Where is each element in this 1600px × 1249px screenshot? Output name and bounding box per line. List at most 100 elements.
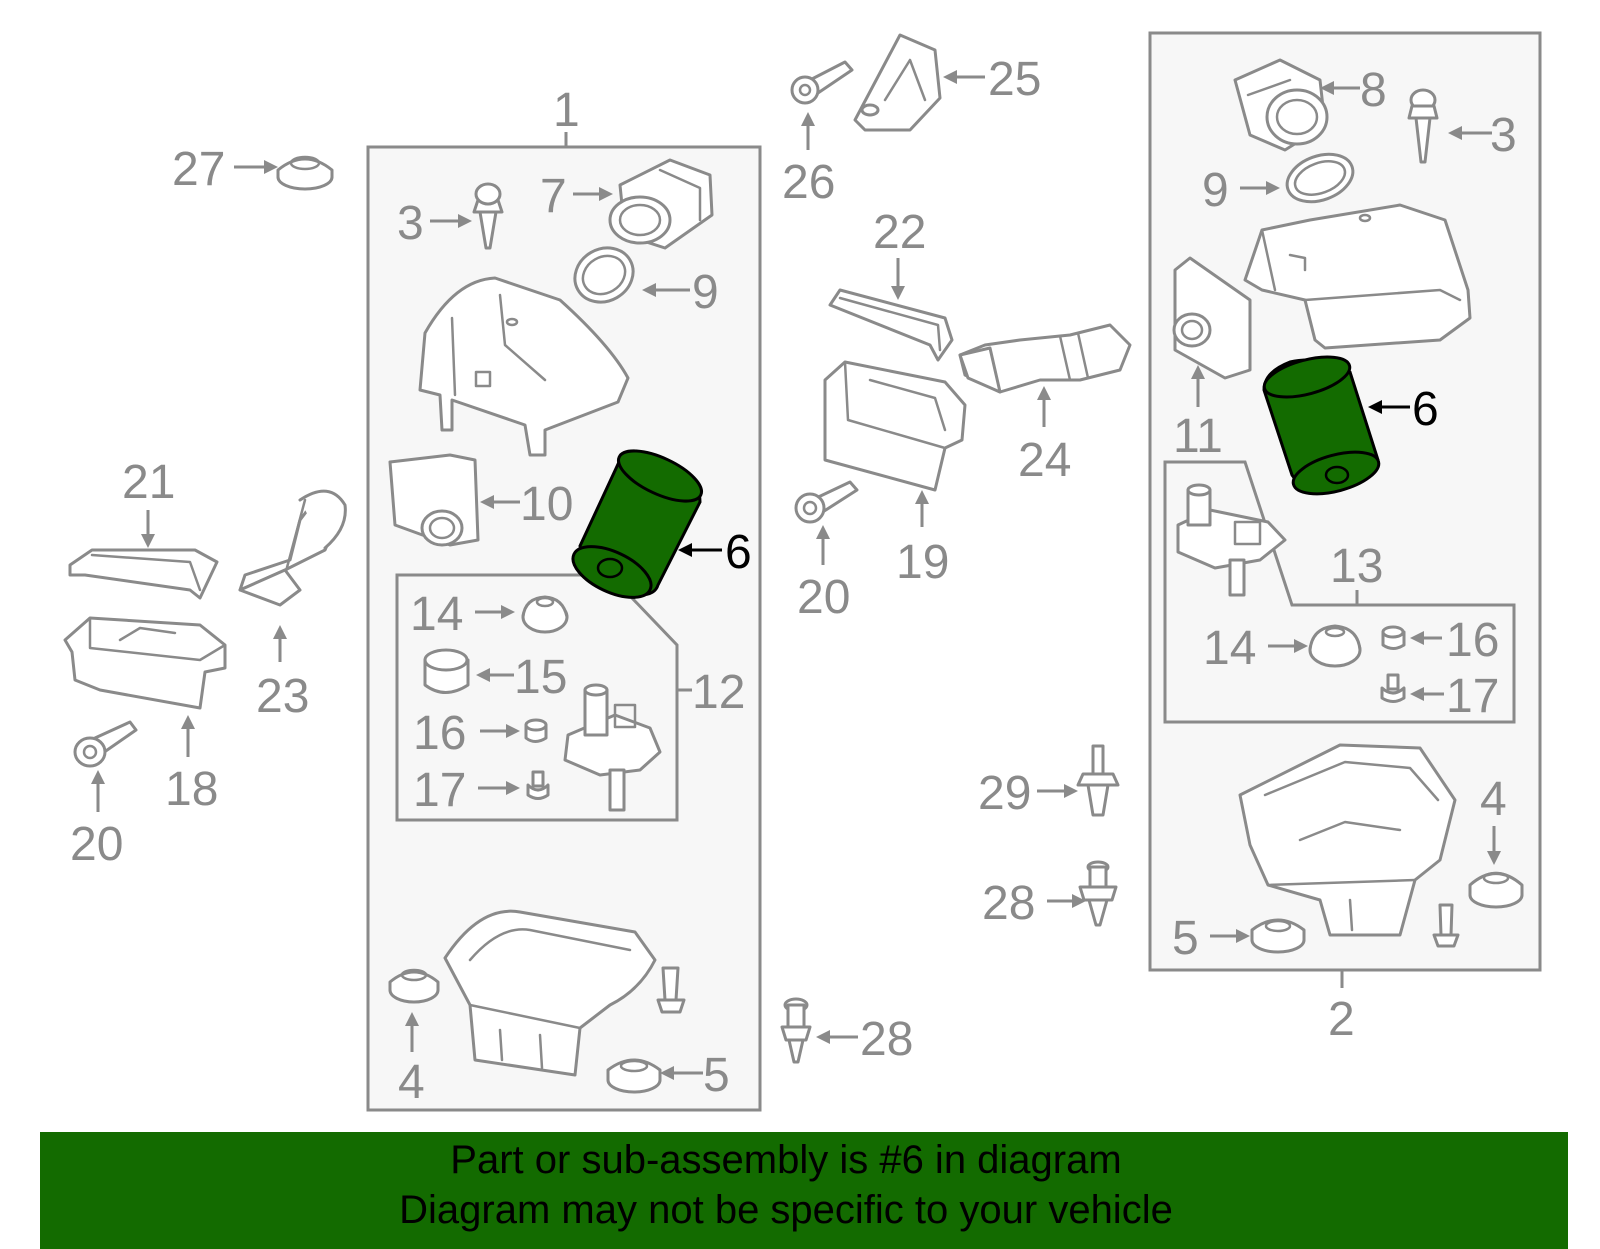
grommet-27 — [276, 155, 334, 191]
grommet-4-left — [388, 968, 440, 1004]
inlet-11 — [1172, 256, 1252, 380]
spacer-16-left — [524, 718, 548, 743]
callout-7: 7 — [540, 170, 567, 223]
arrow-6-left — [678, 543, 722, 557]
callout-19: 19 — [896, 536, 949, 589]
callout-24: 24 — [1018, 434, 1071, 487]
spacer-16-right — [1381, 625, 1406, 650]
callout-14-right: 14 — [1203, 622, 1256, 675]
callout-26: 26 — [782, 156, 835, 209]
callout-4-left: 4 — [398, 1056, 425, 1109]
callout-17-left: 17 — [413, 764, 466, 817]
bolt-3-left — [472, 182, 504, 250]
callout-13: 13 — [1330, 540, 1383, 593]
arrow-28-bottom — [816, 1030, 858, 1044]
callout-21: 21 — [122, 456, 175, 509]
arrow-24 — [1037, 386, 1051, 427]
bushing-15 — [423, 648, 470, 694]
banner-line-1: Part or sub-assembly is #6 in diagram — [450, 1138, 1122, 1182]
callout-20-middle: 20 — [797, 571, 850, 624]
arrow-17-right — [1410, 687, 1444, 701]
arrow-3-right — [1448, 126, 1492, 140]
screw-20-left — [73, 720, 138, 768]
seal-9-left — [573, 246, 635, 304]
callout-6-left: 6 — [725, 526, 752, 579]
arrow-22 — [891, 258, 905, 300]
mount-14-right — [1308, 624, 1362, 668]
subassembly-box-13 — [1163, 460, 1516, 724]
arrow-5-left — [660, 1066, 703, 1080]
arrow-8 — [1320, 81, 1360, 95]
arrow-19 — [915, 490, 929, 527]
callout-20-left: 20 — [70, 818, 123, 871]
subassembly-box-12 — [395, 573, 679, 822]
arrow-7 — [573, 187, 613, 201]
arrow-20-left — [91, 770, 105, 812]
callout-15: 15 — [514, 651, 567, 704]
callout-28-bottom: 28 — [860, 1013, 913, 1066]
callout-6-right: 6 — [1412, 383, 1439, 436]
screw-26 — [790, 60, 854, 105]
callout-18: 18 — [165, 763, 218, 816]
push-pin-28-middle — [1078, 860, 1118, 927]
screw-housing-right — [1432, 903, 1460, 948]
airbox-cover-left — [418, 276, 630, 457]
push-pin-29 — [1076, 744, 1120, 817]
callout-27: 27 — [172, 143, 225, 196]
callout-28-middle: 28 — [982, 877, 1035, 930]
arrow-21 — [141, 510, 155, 548]
grommet-5-right — [1250, 918, 1306, 954]
callout-29: 29 — [978, 767, 1031, 820]
lower-housing-right — [1238, 743, 1457, 937]
air-filter-6-left — [571, 449, 703, 599]
callout-5-right: 5 — [1172, 912, 1199, 965]
arrow-29 — [1037, 784, 1078, 798]
arrow-16-left — [480, 724, 520, 738]
callout-3-right: 3 — [1490, 109, 1517, 162]
callout-23: 23 — [256, 670, 309, 723]
callout-5-left: 5 — [703, 1049, 730, 1102]
arrow-11 — [1191, 365, 1205, 407]
arrow-9-left — [642, 283, 690, 297]
callout-2: 2 — [1328, 993, 1355, 1046]
callout-4-right: 4 — [1480, 773, 1507, 826]
arrow-26 — [801, 112, 815, 150]
arrow-4-right — [1487, 826, 1501, 865]
screw-housing-left — [656, 966, 686, 1014]
push-pin-28-bottom — [780, 997, 812, 1064]
arrow-9-right — [1240, 181, 1280, 195]
arrow-16-right — [1410, 631, 1442, 645]
callout-1: 1 — [553, 84, 580, 137]
callout-16-right: 16 — [1446, 614, 1499, 667]
callout-9-left: 9 — [692, 266, 719, 319]
grommet-5-left — [606, 1058, 662, 1094]
duct-cover-21 — [68, 548, 219, 600]
callout-10: 10 — [520, 478, 573, 531]
arrow-14-left — [475, 605, 515, 619]
mount-14-left — [521, 595, 569, 634]
intake-duct-24 — [958, 323, 1132, 394]
grommet-4-right — [1468, 871, 1524, 909]
duct-cover-22 — [828, 288, 954, 362]
duct-19 — [823, 360, 967, 492]
bolt-3-right — [1407, 88, 1439, 164]
arrow-17-left — [478, 781, 520, 795]
arrow-23 — [273, 625, 287, 662]
arrow-4-left — [405, 1012, 419, 1052]
arrow-10 — [480, 495, 520, 509]
callout-16-left: 16 — [413, 707, 466, 760]
actuator-13 — [1176, 483, 1287, 597]
intake-duct-23 — [238, 489, 347, 607]
stud-17-right — [1380, 673, 1406, 703]
banner-line-2: Diagram may not be specific to your vehi… — [399, 1188, 1173, 1232]
arrow-6-right — [1368, 400, 1410, 414]
stud-17-left — [526, 770, 550, 800]
maf-housing-7 — [608, 158, 714, 250]
arrow-18 — [181, 715, 195, 757]
callout-9-right: 9 — [1202, 164, 1229, 217]
arrow-28-middle — [1047, 894, 1086, 908]
arrow-25 — [943, 70, 985, 84]
callout-14-left: 14 — [410, 588, 463, 641]
arrow-27 — [234, 160, 278, 174]
